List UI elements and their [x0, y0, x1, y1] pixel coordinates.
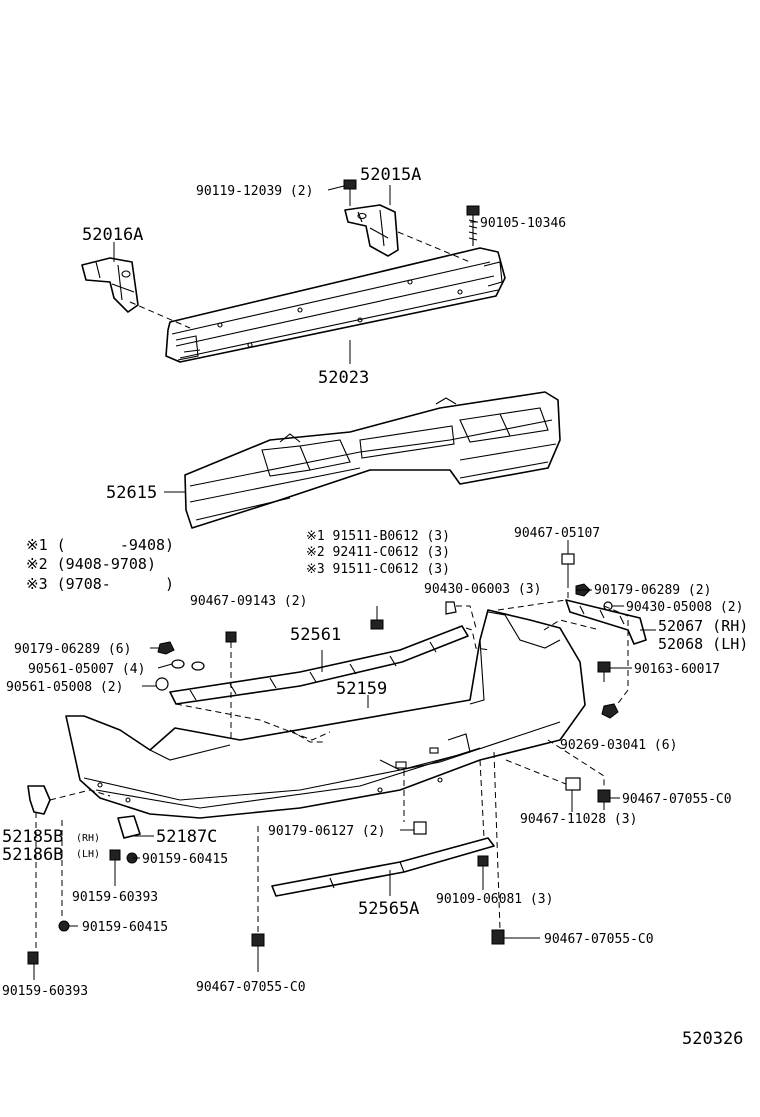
bolt-90119-12039[interactable] — [343, 179, 357, 206]
note-3-code: ※3 91511-C0612 (3) — [306, 562, 450, 577]
label-90159-60393-b: 90159-60393 — [2, 984, 88, 999]
side-bracket-52067-52068[interactable] — [565, 599, 647, 645]
clip-90561-05007[interactable] — [171, 659, 205, 671]
label-90467-07055-bottom-left: 90467-07055-C0 — [196, 980, 306, 995]
label-90467-07055-bottom-right: 90467-07055-C0 — [544, 932, 654, 947]
leader-lines — [33, 185, 656, 980]
label-52016A: 52016A — [82, 225, 143, 245]
leader-52016A-beam — [129, 301, 191, 329]
note-2-range: ※2 (9408-9708) — [26, 555, 156, 573]
screw-90159-60393-b[interactable] — [27, 951, 39, 965]
label-52067: 52067 (RH) — [658, 617, 748, 635]
label-90467-11028: 90467-11028 (3) — [520, 812, 637, 827]
bumper-cover-52159[interactable] — [65, 609, 586, 819]
label-90561-05007: 90561-05007 (4) — [28, 662, 145, 677]
screw-90159-60393-a[interactable] — [109, 849, 121, 872]
clip-90467-09143[interactable] — [225, 631, 237, 742]
note-2-code: ※2 92411-C0612 (3) — [306, 545, 450, 560]
bolt-90105-10346[interactable] — [466, 205, 480, 246]
label-52068: 52068 (LH) — [658, 635, 748, 653]
label-90430-05008: 90430-05008 (2) — [626, 600, 743, 615]
label-90467-09143: 90467-09143 (2) — [190, 594, 307, 609]
label-90179-06289-rh: 90179-06289 (2) — [594, 583, 711, 598]
side-retainer-52187C[interactable] — [117, 815, 141, 839]
diagram-code: 520326 — [682, 1029, 743, 1049]
nut-90179-06289-lh[interactable] — [157, 641, 175, 655]
label-52185B-rh: (RH) — [76, 833, 100, 844]
label-90163-60017: 90163-60017 — [634, 662, 720, 677]
label-90159-60415-b: 90159-60415 — [82, 920, 168, 935]
screw-90159-60415-b[interactable] — [58, 920, 70, 932]
labels: 90119-12039 (2) 52015A 90105-10346 52016… — [2, 165, 748, 1049]
clip-90467-07055-bottom-right[interactable] — [491, 929, 505, 945]
lower-strip-52565A[interactable] — [271, 837, 495, 897]
label-52023: 52023 — [318, 368, 369, 388]
label-90269-03041: 90269-03041 (6) — [560, 738, 677, 753]
label-90467-07055-right: 90467-07055-C0 — [622, 792, 732, 807]
bolt-91511[interactable] — [370, 606, 384, 630]
clip-90467-11028[interactable] — [565, 777, 581, 812]
label-90179-06289-lh: 90179-06289 (6) — [14, 642, 131, 657]
label-90159-60393-a: 90159-60393 — [72, 890, 158, 905]
side-retainer-52185B[interactable] — [27, 785, 51, 815]
label-52186B-lh: (LH) — [76, 849, 100, 860]
nut-90430-06003[interactable] — [445, 601, 457, 615]
bracket-52016A[interactable] — [81, 257, 139, 313]
retainer-52561[interactable] — [169, 625, 469, 705]
note-1-code: ※1 91511-B0612 (3) — [306, 529, 450, 544]
label-52185B: 52185B — [2, 827, 63, 847]
label-90159-60415-a: 90159-60415 — [142, 852, 228, 867]
label-90561-05008: 90561-05008 (2) — [6, 680, 123, 695]
label-52015A: 52015A — [360, 165, 421, 185]
screw-90269-03041[interactable] — [601, 703, 619, 719]
leader-52015A-beam — [397, 231, 471, 263]
label-90109-06081: 90109-06081 (3) — [436, 892, 553, 907]
bracket-52015A[interactable] — [344, 204, 399, 257]
label-52565A: 52565A — [358, 899, 419, 919]
label-90467-05107: 90467-05107 — [514, 526, 600, 541]
label-52187C: 52187C — [156, 827, 217, 847]
label-52561: 52561 — [290, 625, 341, 645]
clip-90179-06127[interactable] — [413, 821, 427, 835]
clip-90467-05107[interactable] — [561, 553, 575, 582]
reinforcement-beam-52023[interactable] — [165, 247, 506, 363]
note-1-range: ※1 ( -9408) — [26, 536, 174, 554]
label-90105-10346: 90105-10346 — [480, 216, 566, 231]
label-52186B: 52186B — [2, 845, 63, 865]
energy-absorber-52615[interactable] — [184, 391, 561, 529]
clip-90467-07055-right[interactable] — [597, 789, 611, 810]
label-52159: 52159 — [336, 679, 387, 699]
bolt-90163-60017[interactable] — [597, 661, 611, 682]
dashed-assembly-lines — [35, 582, 629, 952]
bolt-90109-06081[interactable] — [477, 855, 489, 880]
label-52615: 52615 — [106, 483, 157, 503]
label-90430-06003: 90430-06003 (3) — [424, 582, 541, 597]
note-3-range: ※3 (9708- ) — [26, 575, 174, 593]
clip-90467-07055-bottom-left[interactable] — [251, 933, 265, 947]
label-90179-06127: 90179-06127 (2) — [268, 824, 385, 839]
label-90119-12039: 90119-12039 (2) — [196, 184, 313, 199]
clip-90561-05008[interactable] — [155, 677, 169, 691]
